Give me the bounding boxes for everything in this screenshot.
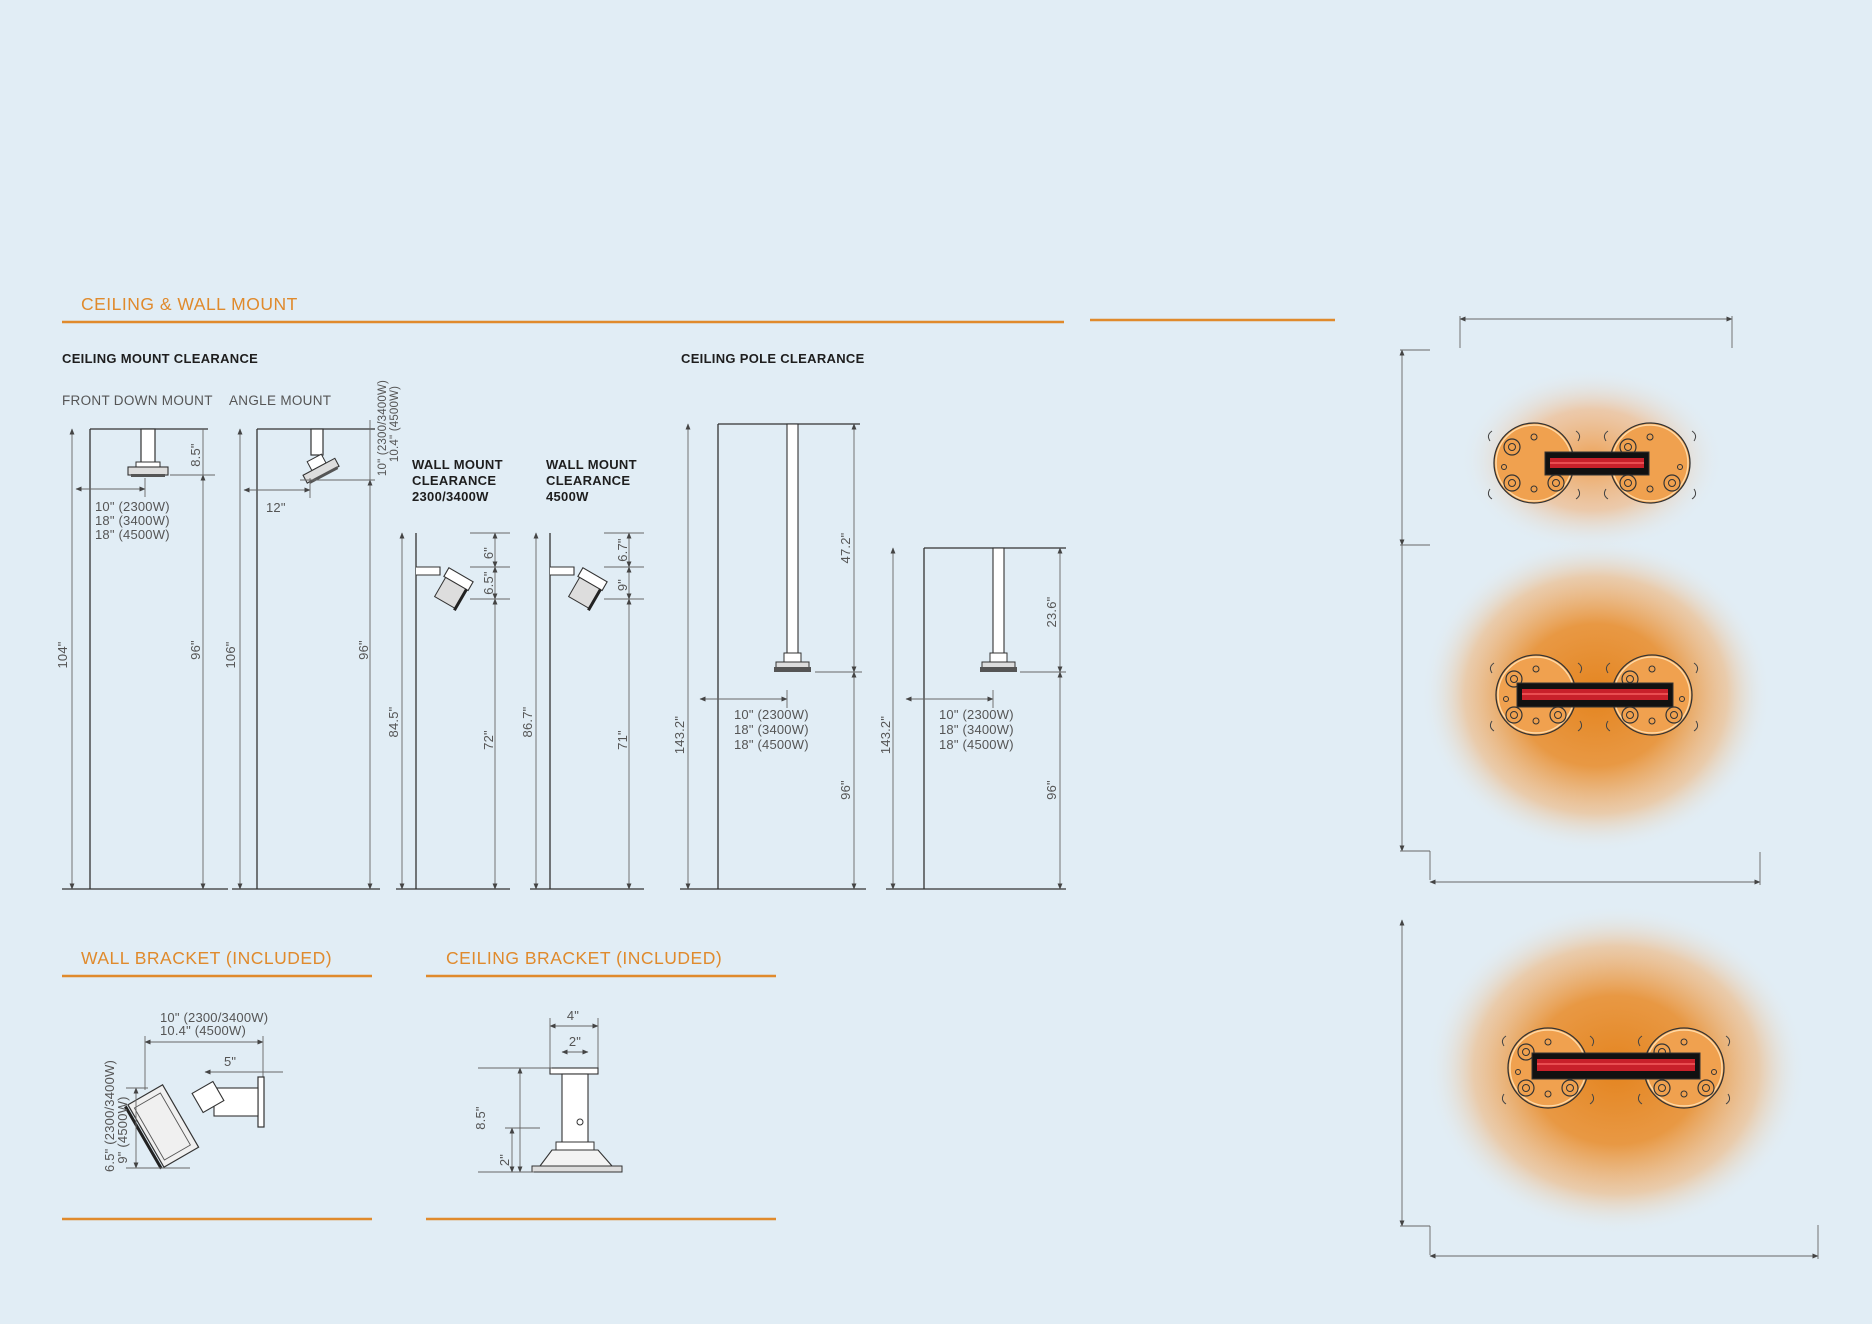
wall-b-total-height: 86.7" <box>520 706 535 737</box>
front-down-offset-2: 18" (3400W) <box>95 513 170 528</box>
wall-bracket-arm: 5" <box>224 1054 236 1069</box>
ceiling-bracket-outer-width: 4" <box>567 1008 579 1023</box>
angle-clearance: 96" <box>356 640 371 660</box>
pole-a-offset-3: 18" (4500W) <box>734 737 809 752</box>
front-down-total-height: 104" <box>55 641 70 668</box>
wall-a-dim-2: 6.5" <box>481 571 496 595</box>
angle-top-dim-2: 10.4" (4500W) <box>389 386 401 462</box>
wall-b-clearance: 71" <box>615 730 630 750</box>
ceiling-pole-23-diagram: 23.6" 10" (2300W) 18" (3400W) 18" (4500W… <box>878 547 1066 890</box>
wall-bracket-height-1: 6.5" (2300/3400W) <box>102 1060 117 1172</box>
pole-b-clearance: 96" <box>1044 780 1059 800</box>
front-down-offset-1: 10" (2300W) <box>95 499 170 514</box>
pole-b-offset-2: 18" (3400W) <box>939 722 1014 737</box>
pole-b-offset-1: 10" (2300W) <box>939 707 1014 722</box>
wall-bracket-height-2: 9" (4500W) <box>115 1096 130 1163</box>
wall-b-label-1: WALL MOUNT <box>546 457 637 472</box>
front-down-mount-diagram: FRONT DOWN MOUNT 8.5" 10" (2300W) 18" (3… <box>55 393 228 890</box>
wall-b-dim-1: 6.7" <box>615 538 630 562</box>
angle-mount-label: ANGLE MOUNT <box>229 393 331 408</box>
pole-b-total-height: 143.2" <box>878 716 893 755</box>
section-title-ceiling-wall-mount: CEILING & WALL MOUNT <box>81 294 298 314</box>
front-down-offset-3: 18" (4500W) <box>95 527 170 542</box>
wall-bracket-drawing: 10" (2300/3400W) 10.4" (4500W) 5" 6.5" (… <box>102 1010 283 1172</box>
wall-a-dim-1: 6" <box>481 547 496 559</box>
front-down-clearance: 96" <box>188 640 203 660</box>
front-down-mount-label: FRONT DOWN MOUNT <box>62 393 213 408</box>
section-title-wall-bracket: WALL BRACKET (INCLUDED) <box>81 948 332 968</box>
angle-offset: 12" <box>266 500 286 515</box>
wall-mount-4500-diagram: WALL MOUNT CLEARANCE 4500W 6.7" 9" 86.7"… <box>520 457 644 890</box>
heat-coverage-plan <box>1399 316 1819 1259</box>
ceiling-bracket-inner-width: 2" <box>569 1034 581 1049</box>
wall-a-label-1: WALL MOUNT <box>412 457 503 472</box>
pole-a-total-height: 143.2" <box>672 716 687 755</box>
pole-a-clearance: 96" <box>838 780 853 800</box>
angle-top-dim-1: 10" (2300/3400W) <box>377 380 389 476</box>
section-title-ceiling-bracket: CEILING BRACKET (INCLUDED) <box>446 948 722 968</box>
subtitle-ceiling-pole-clearance: CEILING POLE CLEARANCE <box>681 351 865 366</box>
angle-total-height: 106" <box>223 641 238 668</box>
wall-mount-2300-3400-diagram: WALL MOUNT CLEARANCE 2300/3400W 6" 6.5" … <box>386 457 510 890</box>
ceiling-bracket-drawing: 4" 2" 8.5" 2" <box>473 1008 623 1173</box>
front-down-top-dim: 8.5" <box>188 443 203 467</box>
wall-a-clearance: 72" <box>481 730 496 750</box>
pole-b-offset-3: 18" (4500W) <box>939 737 1014 752</box>
pole-a-offset-1: 10" (2300W) <box>734 707 809 722</box>
pole-a-offset-2: 18" (3400W) <box>734 722 809 737</box>
wall-a-label-2: CLEARANCE <box>412 473 496 488</box>
pole-a-length: 47.2" <box>838 532 853 563</box>
subtitle-ceiling-mount-clearance: CEILING MOUNT CLEARANCE <box>62 351 258 366</box>
ceiling-bracket-base: 2" <box>497 1154 512 1166</box>
wall-bracket-width-1: 10" (2300/3400W) <box>160 1010 268 1025</box>
wall-b-label-3: 4500W <box>546 489 589 504</box>
wall-b-dim-2: 9" <box>615 579 630 591</box>
wall-a-total-height: 84.5" <box>386 706 401 737</box>
ceiling-pole-47-diagram: 47.2" 10" (2300W) 18" (3400W) 18" (4500W… <box>672 423 866 890</box>
pole-b-length: 23.6" <box>1044 596 1059 627</box>
wall-a-label-3: 2300/3400W <box>412 489 489 504</box>
angle-mount-diagram: ANGLE MOUNT 10" (2300/3400W) 10.4" (4500… <box>223 380 401 890</box>
ceiling-bracket-height: 8.5" <box>473 1106 488 1130</box>
wall-bracket-width-2: 10.4" (4500W) <box>160 1023 246 1038</box>
wall-b-label-2: CLEARANCE <box>546 473 630 488</box>
